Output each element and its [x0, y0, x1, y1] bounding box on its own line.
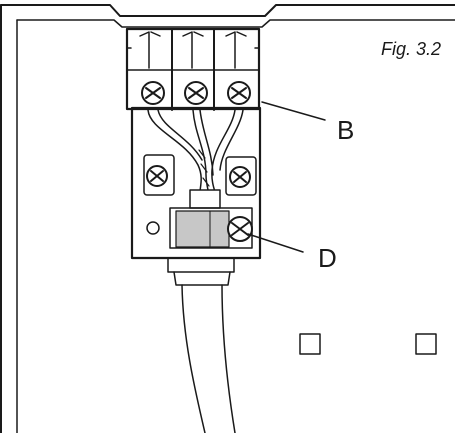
- cable-clamp: [146, 189, 253, 249]
- callout-d-label: D: [318, 243, 337, 273]
- screw-icon: [229, 166, 251, 188]
- screw-icon: [146, 165, 168, 187]
- screw-icon: [184, 81, 208, 105]
- leader-line-b: [261, 101, 326, 121]
- leader-line-d: [247, 233, 304, 253]
- terminal-block: [125, 27, 262, 260]
- square-marker: [415, 333, 437, 355]
- screw-icon: [141, 81, 165, 105]
- callout-b-label: B: [337, 115, 355, 145]
- housing-outline: [0, 4, 455, 434]
- screw-icon: [227, 216, 253, 242]
- screw-icon: [227, 81, 251, 105]
- terminal-screws: [141, 81, 251, 105]
- mounting-screws: [143, 154, 257, 196]
- cable: [167, 257, 236, 434]
- square-marker: [299, 333, 321, 355]
- leader-lines: [247, 101, 326, 253]
- marker-squares: [299, 333, 437, 355]
- figure-caption: Fig. 3.2: [381, 39, 442, 59]
